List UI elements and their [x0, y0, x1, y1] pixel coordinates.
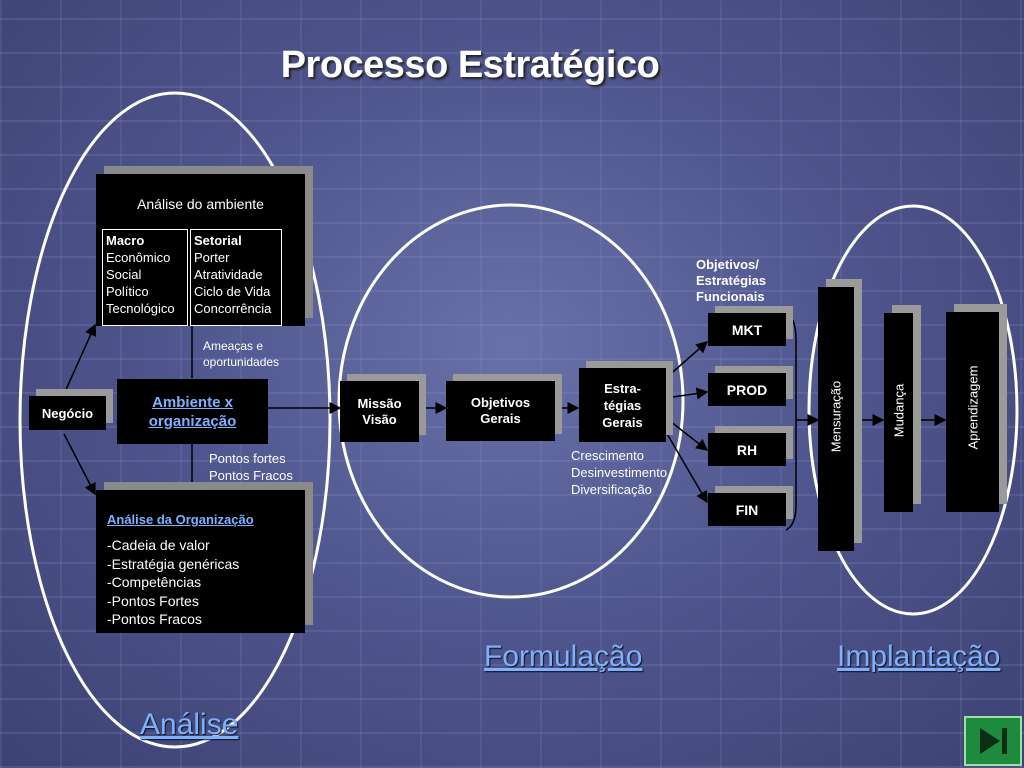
pontos-fracos-label: Pontos Fracos — [209, 468, 293, 483]
list-item: -Cadeia de valor — [107, 537, 210, 553]
arrow-to-rh — [665, 417, 709, 451]
functions-brace — [785, 311, 797, 531]
analise-ellipse — [18, 91, 332, 749]
macro-item: Político — [106, 284, 149, 299]
missao-visao-box: Missão Visão — [340, 381, 419, 442]
arrow-negocio-down — [63, 433, 96, 496]
formulacao-link[interactable]: Formulação — [484, 640, 643, 673]
macro-item: Tecnológico — [106, 301, 175, 316]
arrow-to-mkt — [665, 341, 709, 379]
macro-list: Macro Econômico Social Político Tecnológ… — [102, 229, 188, 326]
growth-strategies-list: Crescimento Desinvestimento Diversificaç… — [571, 447, 667, 498]
list-item: -Estratégia genéricas — [107, 555, 240, 572]
negocio-label: Negócio — [41, 405, 94, 421]
aprendizagem-label: Aprendizagem — [965, 365, 981, 450]
estrategias-gerais-box: Estra-tégias Gerais — [579, 368, 666, 442]
function-box-prod: PROD — [708, 373, 786, 406]
macro-item: Econômico — [106, 250, 171, 265]
mensuracao-label: Mensuração — [828, 380, 844, 453]
list-item: Desinvestimento — [571, 465, 668, 480]
ameacas-label: Ameaças e oportunidades — [203, 339, 280, 369]
setorial-item: Atratividade — [194, 267, 263, 282]
function-label: FIN — [735, 501, 759, 518]
next-slide-button[interactable] — [964, 716, 1022, 766]
negocio-box: Negócio — [29, 396, 106, 430]
missao-visao-label: Missão Visão — [357, 395, 402, 427]
funcionais-label: Objetivos/ Estratégias Funcionais — [696, 257, 767, 304]
play-end-icon — [980, 728, 1007, 754]
function-box-rh: RH — [708, 433, 786, 466]
setorial-header: Setorial — [194, 233, 242, 248]
list-item: Crescimento — [571, 448, 644, 463]
ambiente-organizacao-link[interactable]: Ambiente x organização — [148, 393, 237, 430]
analise-organizacao-list: -Cadeia de valor -Estratégia genéricas -… — [107, 536, 239, 629]
list-item: Diversificação — [571, 482, 652, 497]
setorial-list: Setorial Porter Atratividade Ciclo de Vi… — [190, 229, 282, 326]
ambiente-organizacao-box: Ambiente x organização — [117, 379, 268, 444]
analise-organizacao-box: Análise da Organização -Cadeia de valor … — [96, 490, 305, 633]
estrategias-gerais-label: Estra-tégias Gerais — [602, 380, 643, 430]
setorial-item: Concorrência — [194, 301, 272, 316]
function-box-mkt: MKT — [708, 313, 786, 346]
arrow-negocio-up — [63, 323, 97, 395]
pontos-label: Pontos fortes Pontos Fracos — [209, 450, 319, 484]
setorial-item: Porter — [194, 250, 230, 265]
analise-ambiente-box: Análise do ambiente Macro Econômico Soci… — [96, 174, 305, 326]
function-box-fin: FIN — [708, 493, 786, 526]
function-label: PROD — [726, 381, 768, 398]
mensuracao-box: Mensuração — [818, 287, 854, 551]
pontos-fortes-label: Pontos fortes — [209, 451, 286, 466]
analise-link[interactable]: Análise — [140, 708, 239, 741]
list-item: -Pontos Fracos — [107, 611, 202, 627]
implantacao-ellipse — [807, 204, 1019, 616]
macro-header: Macro — [106, 233, 145, 248]
formulacao-ellipse — [337, 203, 685, 599]
list-item: -Pontos Fortes — [107, 592, 199, 609]
function-label: RH — [736, 441, 758, 458]
mudanca-box: Mudança — [884, 313, 913, 512]
aprendizagem-box: Aprendizagem — [946, 312, 999, 512]
setorial-item: Ciclo de Vida — [194, 284, 271, 299]
implantacao-link[interactable]: Implantação — [837, 640, 1001, 673]
list-item: -Competências — [107, 574, 202, 590]
function-label: MKT — [731, 321, 763, 338]
page-title: Processo Estratégico — [280, 44, 660, 86]
macro-item: Social — [106, 267, 142, 282]
mudanca-label: Mudança — [891, 383, 907, 438]
objetivos-gerais-label: Objetivos Gerais — [470, 395, 531, 426]
arrow-to-prod — [665, 387, 709, 400]
arrow-to-fin — [665, 431, 708, 504]
objetivos-gerais-box: Objetivos Gerais — [446, 381, 555, 441]
analise-organizacao-link[interactable]: Análise da Organização — [107, 512, 254, 527]
analise-ambiente-title: Análise do ambiente — [137, 196, 264, 212]
